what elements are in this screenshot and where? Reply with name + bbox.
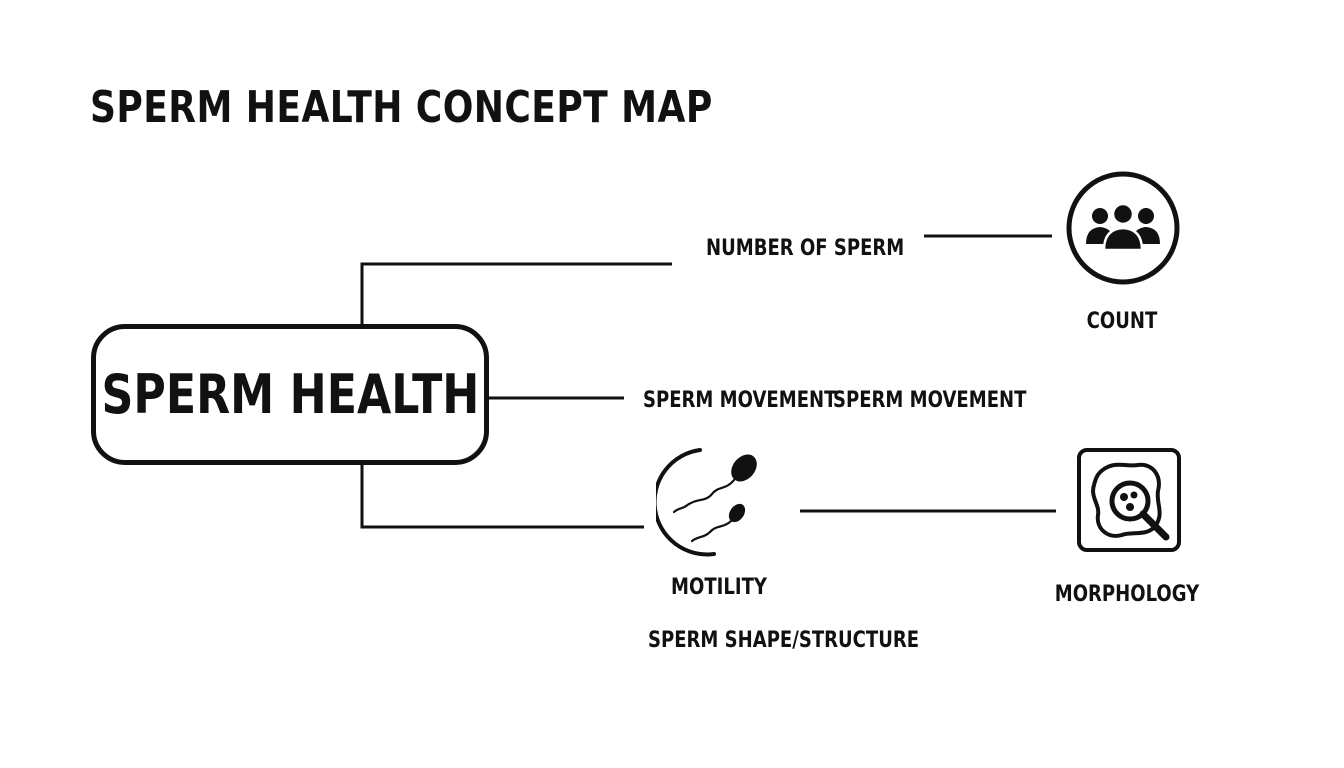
motility-label: MOTILITY — [671, 575, 767, 600]
motility-description-1: SPERM MOVEMENT — [643, 388, 837, 413]
sperm-icon[interactable] — [656, 446, 766, 558]
motility-description-2: SPERM MOVEMENT — [833, 388, 1027, 413]
morphology-label: MORPHOLOGY — [1054, 582, 1200, 607]
central-node-label: SPERM HEALTH — [101, 362, 479, 426]
connector-motility — [360, 465, 644, 529]
central-node[interactable]: SPERM HEALTH — [91, 324, 489, 465]
page-title: SPERM HEALTH CONCEPT MAP — [90, 82, 713, 133]
people-group-icon[interactable] — [1064, 170, 1184, 286]
count-label: COUNT — [1086, 309, 1158, 334]
count-description: NUMBER OF SPERM — [706, 236, 905, 261]
connector-count — [360, 262, 672, 324]
cell-magnifier-icon[interactable] — [1076, 447, 1182, 553]
morphology-description: SPERM SHAPE/STRUCTURE — [648, 628, 920, 653]
